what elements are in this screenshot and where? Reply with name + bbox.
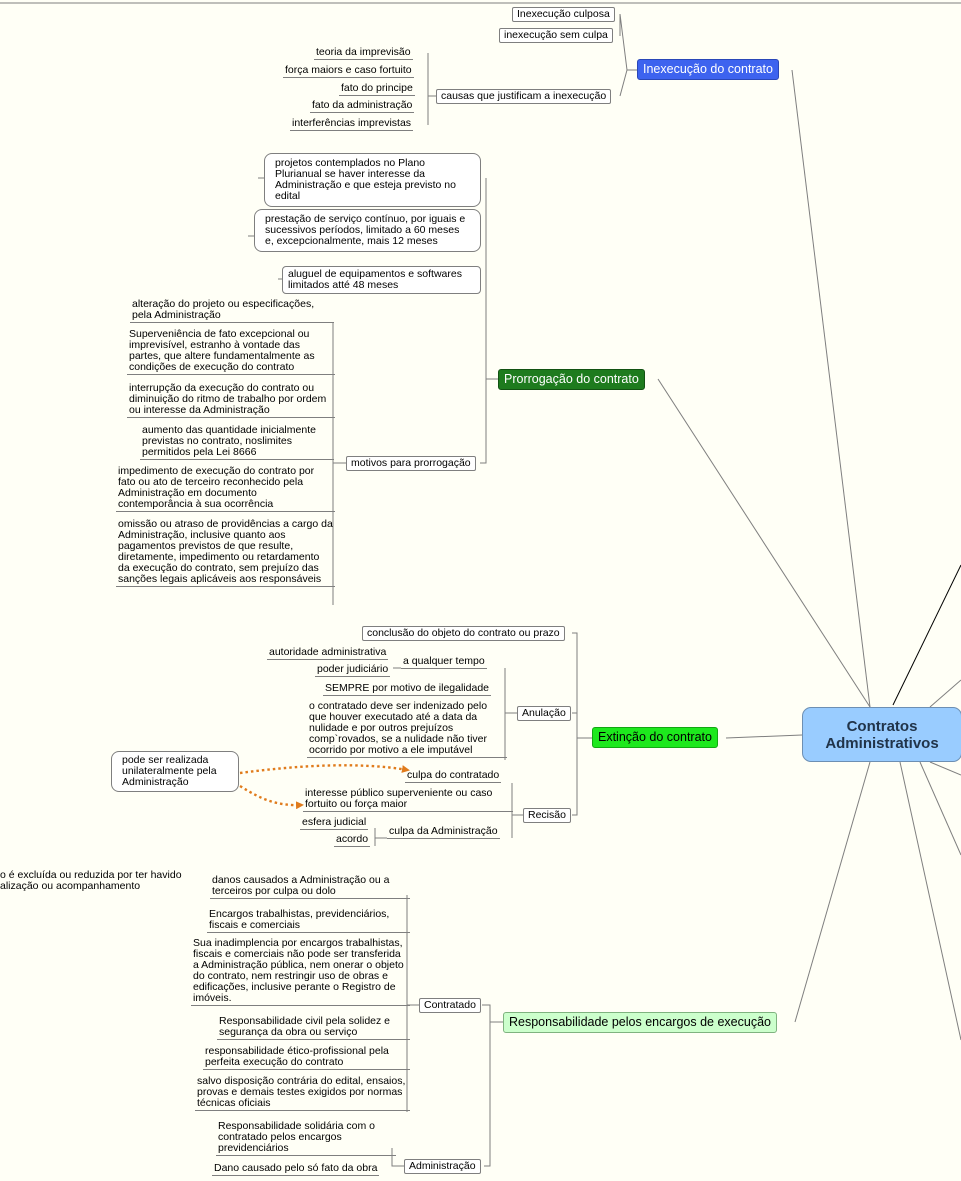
node-a-qualquer-tempo[interactable]: a qualquer tempo: [401, 655, 487, 669]
node-conclusao[interactable]: conclusão do objeto do contrato ou prazo: [362, 626, 565, 641]
node-inexecucao-culposa[interactable]: Inexecução culposa: [512, 7, 615, 22]
branch-responsabilidade[interactable]: Responsabilidade pelos encargos de execu…: [503, 1012, 777, 1033]
node-culpa-administracao[interactable]: culpa da Administração: [387, 825, 500, 839]
central-topic[interactable]: Contratos Administrativos: [802, 707, 961, 762]
node-causas-inexecucao[interactable]: causas que justificam a inexecução: [436, 89, 612, 104]
motivo-item[interactable]: aumento das quantidade inicialmente prev…: [140, 425, 334, 460]
motivo-item[interactable]: omissão ou atraso de providências a carg…: [116, 519, 335, 587]
administracao-item[interactable]: Dano causado pelo só fato da obra: [212, 1162, 380, 1176]
causa-item[interactable]: força maiors e caso fortuito: [283, 64, 414, 78]
culpa-admin-item[interactable]: acordo: [334, 833, 371, 847]
qualquer-tempo-item[interactable]: poder judiciário: [315, 663, 391, 677]
causa-item[interactable]: fato da administração: [310, 99, 415, 113]
node-indenizacao[interactable]: o contratado deve ser indenizado pelo qu…: [307, 701, 507, 758]
branch-extincao[interactable]: Extinção do contrato: [592, 727, 718, 748]
node-unilateral[interactable]: pode ser realizada unilateralmente pela …: [111, 751, 239, 792]
administracao-item[interactable]: Responsabilidade solidária com o contrat…: [216, 1121, 396, 1156]
contratado-item[interactable]: Sua inadimplencia por encargos trabalhis…: [191, 938, 410, 1006]
node-inexecucao-sem-culpa[interactable]: inexecução sem culpa: [499, 28, 613, 43]
node-administracao[interactable]: Administração: [404, 1159, 481, 1174]
node-motivos-prorrogacao[interactable]: motivos para prorrogação: [346, 456, 476, 471]
motivo-item[interactable]: impedimento de execução do contrato por …: [116, 466, 335, 512]
node-contratado[interactable]: Contratado: [419, 998, 481, 1013]
prorrogacao-item[interactable]: prestação de serviço contínuo, por iguai…: [254, 209, 481, 252]
node-cut-off-text: o é excluída ou reduzida por ter havido …: [0, 869, 182, 892]
branch-prorrogacao[interactable]: Prorrogação do contrato: [498, 369, 645, 390]
contratado-item[interactable]: Responsabilidade civil pela solidez e se…: [217, 1016, 410, 1040]
causa-item[interactable]: fato do principe: [339, 82, 415, 96]
node-sempre-ilegalidade[interactable]: SEMPRE por motivo de ilegalidade: [323, 682, 492, 696]
branch-inexecucao[interactable]: Inexecução do contrato: [637, 59, 779, 80]
node-rescisao[interactable]: Recisão: [523, 808, 571, 823]
causa-item[interactable]: interferências imprevistas: [290, 117, 414, 131]
culpa-admin-item[interactable]: esfera judicial: [300, 816, 369, 830]
contratado-item[interactable]: Encargos trabalhistas, previdenciários, …: [207, 909, 410, 933]
prorrogacao-item[interactable]: projetos contemplados no Plano Plurianua…: [264, 153, 481, 207]
node-anulacao[interactable]: Anulação: [517, 706, 571, 721]
motivo-item[interactable]: Superveniência de fato excepcional ou im…: [127, 329, 335, 375]
motivo-item[interactable]: interrupção da execução do contrato ou d…: [127, 383, 335, 418]
motivo-item[interactable]: alteração do projeto ou especificações, …: [130, 299, 334, 323]
causa-item[interactable]: teoria da imprevisão: [314, 46, 413, 60]
contratado-item[interactable]: danos causados a Administração ou a terc…: [210, 875, 410, 899]
node-interesse-publico[interactable]: interesse público superveniente ou caso …: [303, 788, 513, 812]
contratado-item[interactable]: salvo disposição contrária do edital, en…: [195, 1076, 410, 1111]
contratado-item[interactable]: responsabilidade ético-profissional pela…: [203, 1046, 410, 1070]
prorrogacao-item[interactable]: aluguel de equipamentos e softwares limi…: [282, 266, 481, 294]
qualquer-tempo-item[interactable]: autoridade administrativa: [267, 646, 389, 660]
node-culpa-contratado[interactable]: culpa do contratado: [405, 769, 502, 783]
